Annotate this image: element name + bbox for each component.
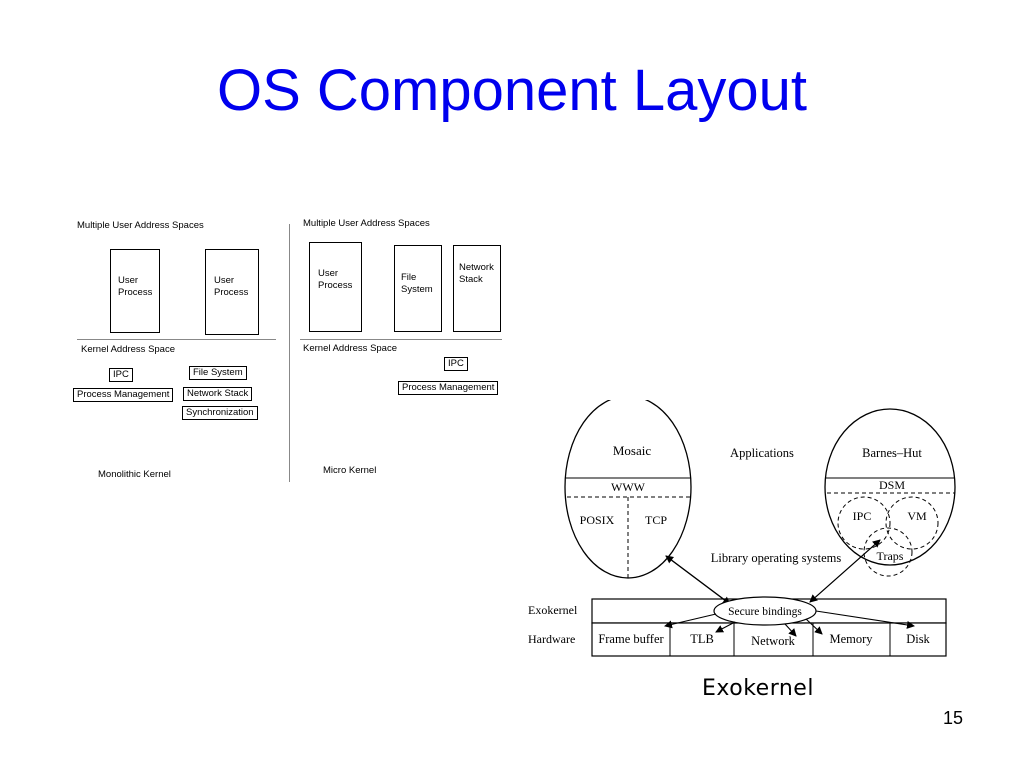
mono-kernel-space-label: Kernel Address Space — [81, 344, 176, 355]
traps-circle — [863, 527, 913, 577]
mosaic-label: Mosaic — [613, 443, 652, 458]
micro-ns-line2: Stack — [459, 273, 483, 285]
posix-label: POSIX — [580, 513, 615, 527]
micro-proc-line1: User — [318, 268, 339, 279]
library-os-label: Library operating systems — [711, 551, 842, 565]
micro-kernel-space-label: Kernel Address Space — [303, 343, 398, 354]
hardware-layer — [591, 622, 947, 657]
tcp-label: TCP — [645, 513, 667, 527]
ipc-circle — [837, 496, 891, 550]
micro-fs-line1: File — [401, 272, 417, 283]
arrow-frame-buffer — [664, 613, 717, 629]
mono-process-management-box: Process Management — [73, 388, 174, 403]
micro-ipc-box: IPC — [444, 357, 468, 372]
micro-fs-line2: System — [401, 283, 433, 295]
barnes-hut-label: Barnes–Hut — [862, 446, 922, 460]
ipc-label: IPC — [853, 509, 872, 523]
mono-user-space-label: Multiple User Address Spaces — [77, 220, 204, 231]
mono-ipc-box: IPC — [109, 368, 133, 383]
page-number: 15 — [943, 708, 964, 728]
vm-circle — [885, 496, 939, 550]
mono-proc2-line1: User — [214, 275, 235, 286]
hw-disk: Disk — [906, 632, 930, 646]
mono-proc2-line2: Process — [214, 286, 249, 298]
hw-memory: Memory — [829, 632, 873, 646]
mono-proc1-line2: Process — [118, 286, 153, 298]
diagram-separator — [289, 224, 290, 482]
slide-title: OS Component Layout — [216, 58, 808, 123]
micro-user-space-label: Multiple User Address Spaces — [303, 218, 430, 229]
hardware-row-label: Hardware — [528, 632, 575, 646]
hw-frame-buffer: Frame buffer — [598, 632, 664, 646]
micro-process-management-box: Process Management — [398, 381, 499, 396]
exokernel-row-label: Exokernel — [528, 603, 578, 617]
applications-label: Applications — [730, 446, 794, 460]
hw-tlb: TLB — [690, 632, 714, 646]
exokernel-diagram: Mosaic WWW POSIX TCP Applications Barnes… — [528, 400, 956, 657]
arrow-network — [784, 623, 797, 637]
secure-bindings-label: Secure bindings — [728, 606, 802, 618]
micro-proc-line2: Process — [318, 279, 353, 291]
mono-network-stack-box: Network Stack — [183, 387, 253, 402]
micro-ns-line1: Network — [459, 262, 494, 273]
barnes-hut-ellipse — [824, 408, 956, 566]
mono-kernel-name: Monolithic Kernel — [98, 469, 171, 480]
traps-label: Traps — [877, 549, 904, 563]
www-label: WWW — [611, 480, 646, 494]
mono-proc1-line1: User — [118, 275, 139, 286]
exokernel-caption: Exokernel — [702, 676, 814, 701]
vm-label: VM — [907, 509, 927, 523]
mono-divider — [77, 339, 276, 340]
mono-synchronization-box: Synchronization — [182, 406, 258, 421]
arrow-disk — [815, 610, 915, 629]
arrow-tlb — [715, 621, 736, 633]
dsm-label: DSM — [879, 478, 905, 492]
micro-kernel-name: Micro Kernel — [323, 465, 377, 476]
mono-file-system-box: File System — [189, 366, 247, 381]
micro-divider — [300, 339, 502, 340]
arrow-memory — [805, 618, 823, 635]
hw-network: Network — [751, 634, 795, 648]
